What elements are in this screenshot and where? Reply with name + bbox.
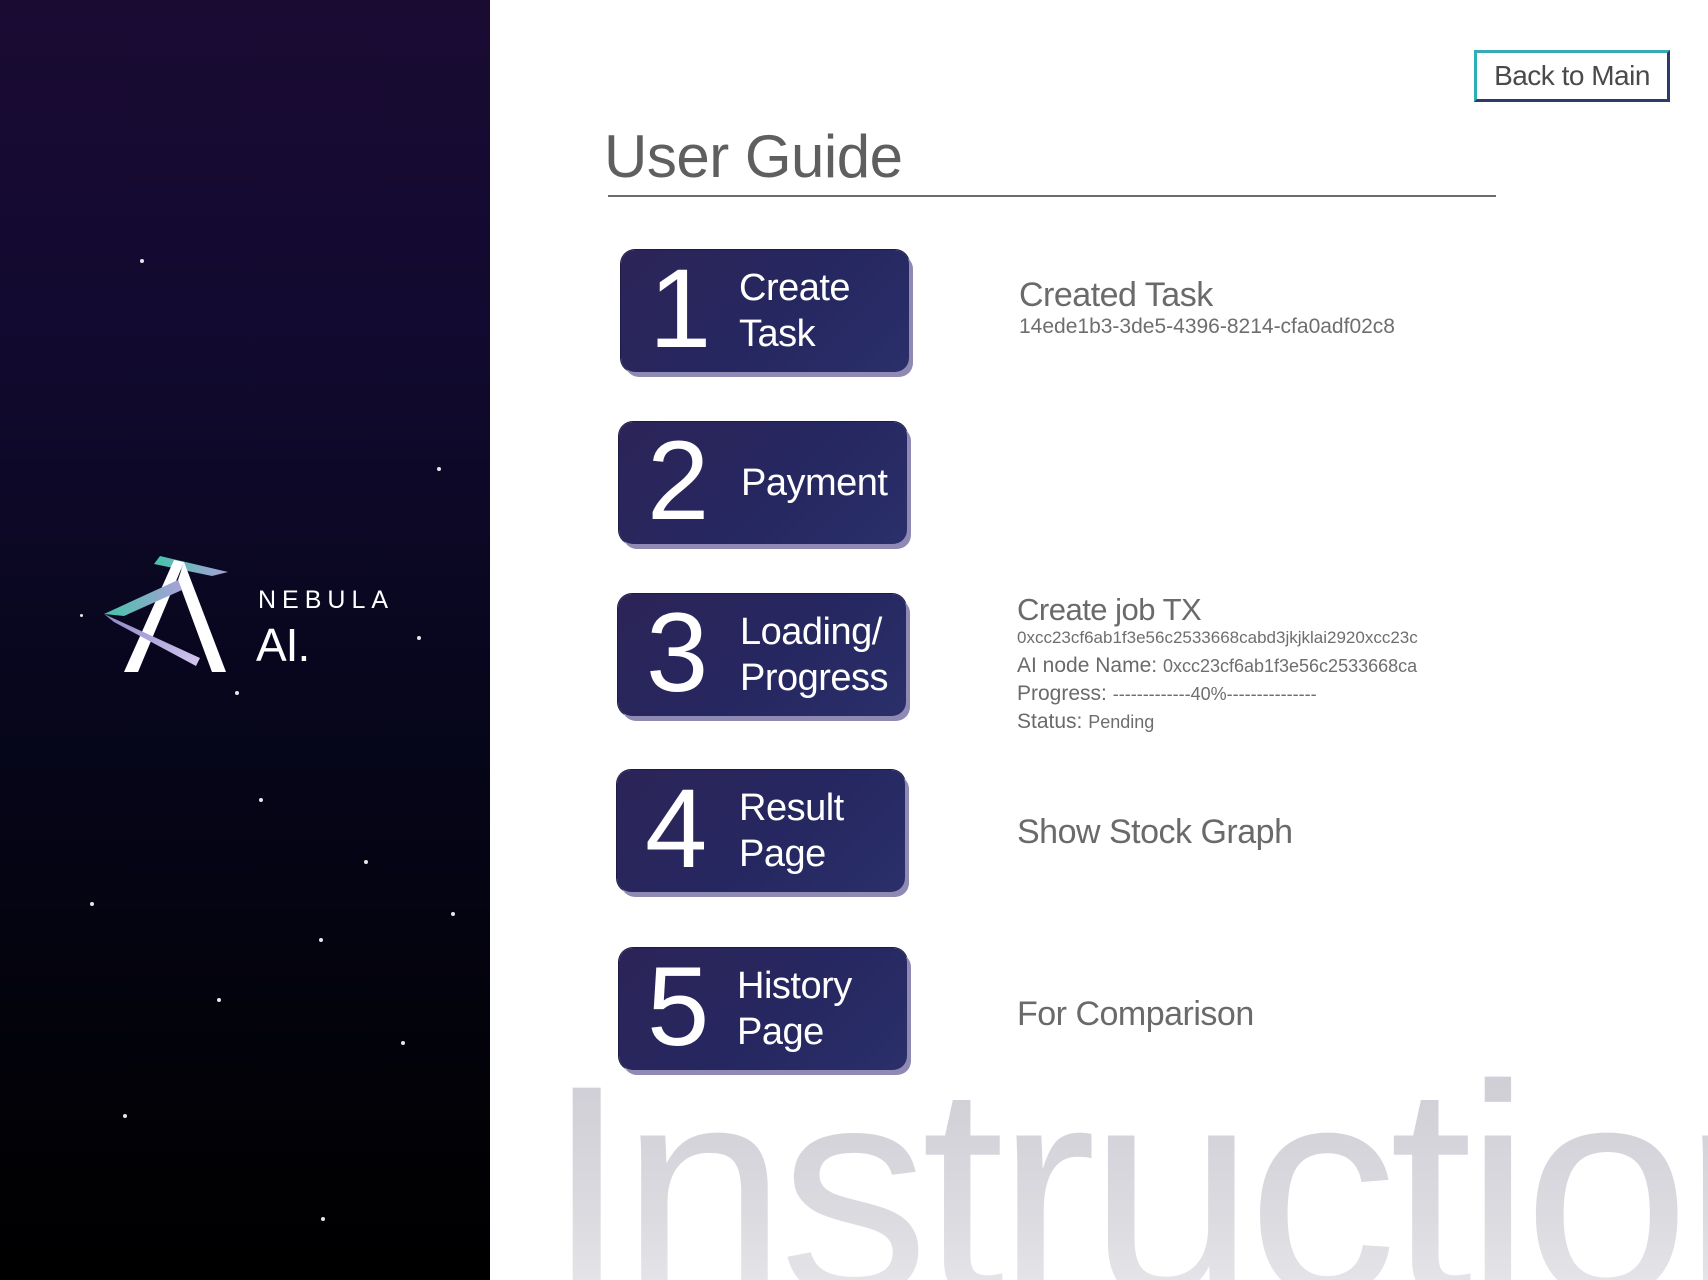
step-label: Result Page — [739, 785, 909, 877]
step-label-line: History — [737, 965, 852, 1007]
star — [80, 614, 83, 617]
step-1-create-task-button[interactable]: 1 Create Task — [621, 250, 909, 372]
brand-name-ai: AI. — [256, 619, 310, 671]
nebula-ai-logo: NEBULA AI. — [100, 550, 420, 690]
status-key: Status: — [1017, 710, 1083, 733]
step-number: 5 — [647, 943, 709, 1069]
star — [437, 467, 441, 471]
star — [364, 860, 368, 864]
sidebar-panel: NEBULA AI. — [0, 0, 490, 1280]
star — [451, 912, 455, 916]
step-label-line: Page — [739, 833, 826, 875]
created-task-info: Created Task 14ede1b3-3de5-4396-8214-cfa… — [1019, 276, 1395, 339]
star — [319, 938, 323, 942]
status-value: Pending — [1088, 712, 1155, 732]
node-name-row: AI node Name: 0xcc23cf6ab1f3e56c2533668c… — [1017, 652, 1418, 680]
title-divider — [608, 195, 1496, 197]
star — [401, 1041, 405, 1045]
step-label: History Page — [737, 963, 907, 1055]
step-label: Create Task — [739, 265, 909, 357]
step-label-line: Payment — [741, 462, 888, 504]
node-name-key: AI node Name: — [1017, 654, 1158, 677]
step-label-line: Task — [739, 313, 816, 355]
star — [417, 636, 421, 640]
page-title: User Guide — [604, 123, 903, 190]
step-label-line: Loading/ — [740, 611, 882, 653]
star — [321, 1217, 325, 1221]
progress-key: Progress: — [1017, 682, 1107, 705]
status-row: Status: Pending — [1017, 708, 1418, 736]
instruction-watermark: Instruction — [545, 1040, 1708, 1280]
step-label-line: Create — [739, 267, 851, 309]
node-name-value: 0xcc23cf6ab1f3e56c2533668ca — [1162, 656, 1418, 676]
step-label: Loading/ Progress — [740, 609, 910, 701]
step-label-line: Progress — [740, 657, 889, 699]
star — [140, 259, 144, 263]
star — [259, 798, 263, 802]
star — [90, 902, 94, 906]
result-description: Show Stock Graph — [1017, 813, 1293, 851]
job-info: Create job TX 0xcc23cf6ab1f3e56c2533668c… — [1017, 592, 1418, 736]
step-3-loading-progress-button[interactable]: 3 Loading/ Progress — [618, 594, 906, 716]
step-number: 2 — [647, 417, 709, 543]
star — [217, 998, 221, 1002]
created-task-heading: Created Task — [1019, 276, 1213, 314]
history-description: For Comparison — [1017, 995, 1254, 1033]
progress-row: Progress: -------------40%--------------… — [1017, 680, 1418, 708]
job-tx-hash: 0xcc23cf6ab1f3e56c2533668cabd3jkjklai292… — [1017, 628, 1418, 647]
step-number: 1 — [649, 245, 711, 371]
star — [235, 691, 239, 695]
step-number: 3 — [646, 589, 708, 715]
step-label-line: Page — [737, 1011, 824, 1053]
job-heading: Create job TX — [1017, 592, 1202, 627]
brand-name-nebula: NEBULA — [258, 586, 395, 614]
step-number: 4 — [645, 765, 707, 891]
task-id: 14ede1b3-3de5-4396-8214-cfa0adf02c8 — [1019, 315, 1395, 338]
step-4-result-page-button[interactable]: 4 Result Page — [617, 770, 905, 892]
logo-mark-icon — [104, 556, 228, 672]
step-label-line: Result — [739, 787, 844, 829]
step-5-history-page-button[interactable]: 5 History Page — [619, 948, 907, 1070]
step-2-payment-button[interactable]: 2 Payment — [619, 422, 907, 544]
back-to-main-button[interactable]: Back to Main — [1474, 50, 1670, 102]
progress-value: -------------40%--------------- — [1112, 684, 1317, 704]
step-label: Payment — [741, 460, 911, 506]
star — [123, 1114, 127, 1118]
